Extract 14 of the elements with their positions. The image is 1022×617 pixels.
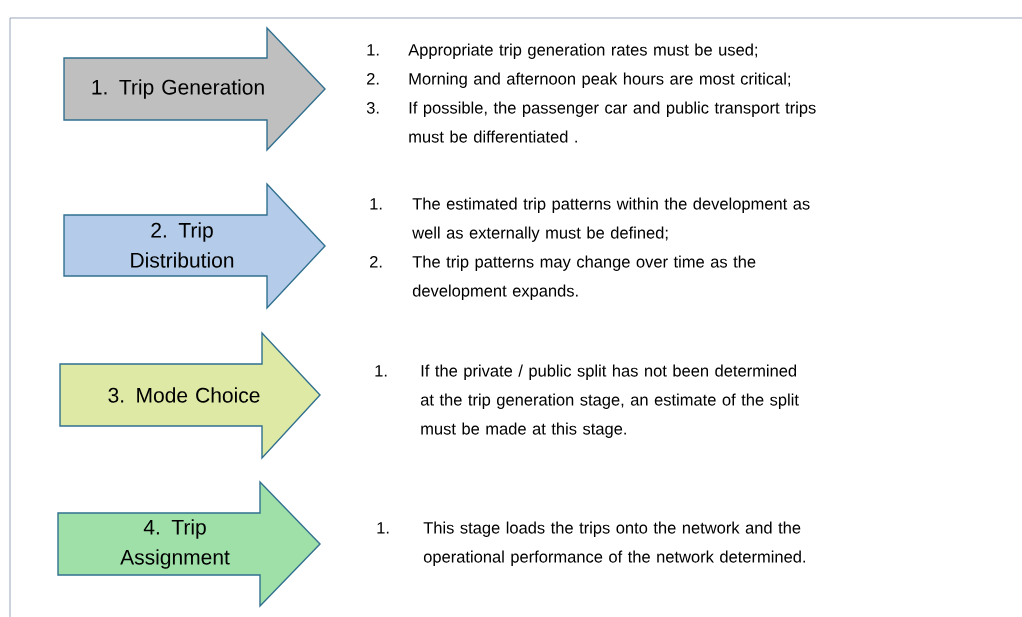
list-item-text: Morning and afternoon peak hours are most critical; <box>409 72 790 88</box>
list-number: 2. <box>367 72 379 85</box>
list-number: 1. <box>375 365 387 377</box>
list-item-text: Appropriate trip generation rates must be used; <box>408 43 757 59</box>
list-number: 1. <box>377 522 389 534</box>
list-item-text: The trip patterns may change over time as the development expands. <box>412 255 756 300</box>
list-item-text: This stage loads the trips onto the network and the operational performance of the network determined. <box>423 521 805 566</box>
list-number: 1. <box>370 198 382 210</box>
list-item-text: The estimated trip patterns within the development as well as externally must be defined; <box>412 197 810 242</box>
list-number: 1. <box>367 44 379 56</box>
list-item-text: If possible, the passenger car and public transport trips must be differentiated . <box>409 101 816 143</box>
list-number: 3. <box>366 101 379 114</box>
list-item-text: If the private / public split has not been determined at the trip generation stage, an estimate of the split must be made at this stage. <box>420 364 799 438</box>
list-number: 2. <box>370 255 382 268</box>
